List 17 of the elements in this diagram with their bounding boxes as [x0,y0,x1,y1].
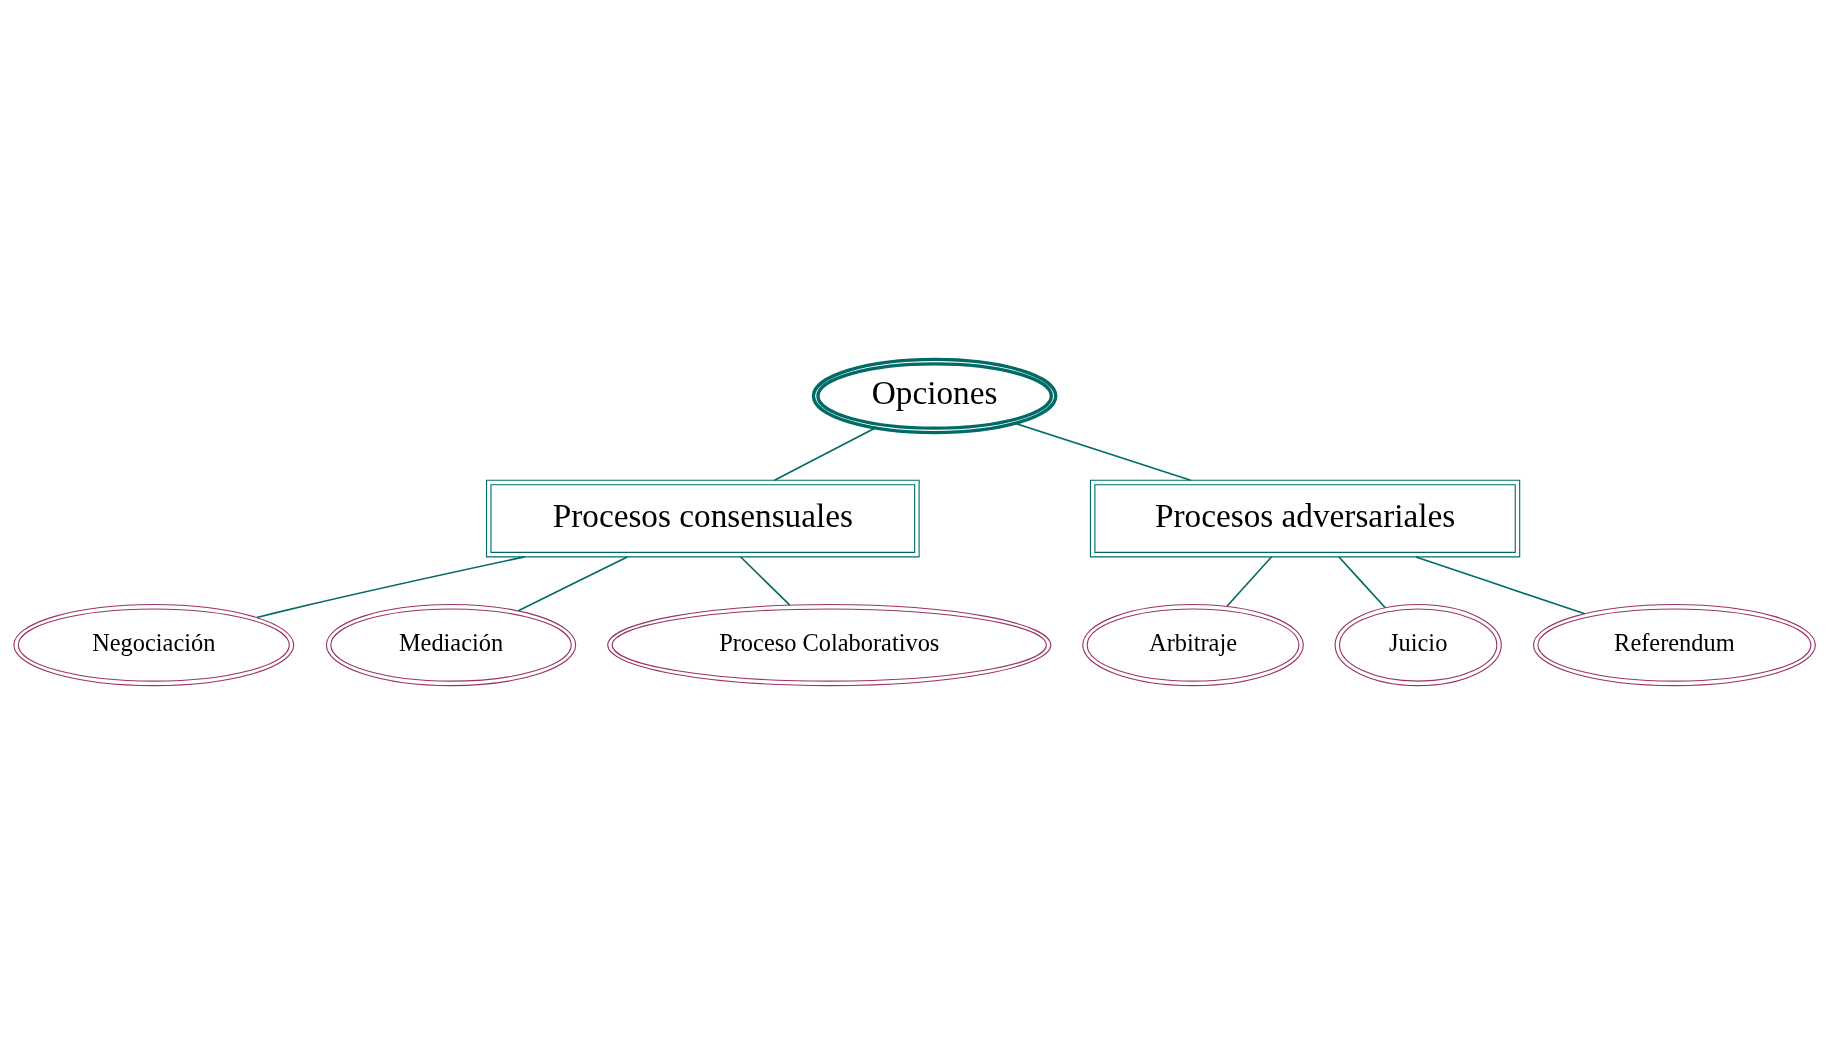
connector [1226,556,1273,608]
connector [739,556,791,606]
connector [1338,556,1386,609]
connector [1014,422,1192,482]
connector [1415,556,1586,615]
connector [773,427,877,482]
node-box: Procesos adversariales [1089,479,1521,558]
connector [517,556,629,612]
node-ellipse: Arbitraje [1082,603,1304,687]
node-ellipse: Juicio [1334,603,1502,687]
connector [255,556,526,619]
node-box: Procesos consensuales [486,479,920,558]
node-ellipse: Negociación [13,603,295,687]
node-ellipse: Opciones [811,357,1058,435]
node-ellipse: Proceso Colaborativos [607,603,1052,687]
node-ellipse: Referendum [1532,603,1816,687]
node-ellipse: Mediación [325,603,577,687]
